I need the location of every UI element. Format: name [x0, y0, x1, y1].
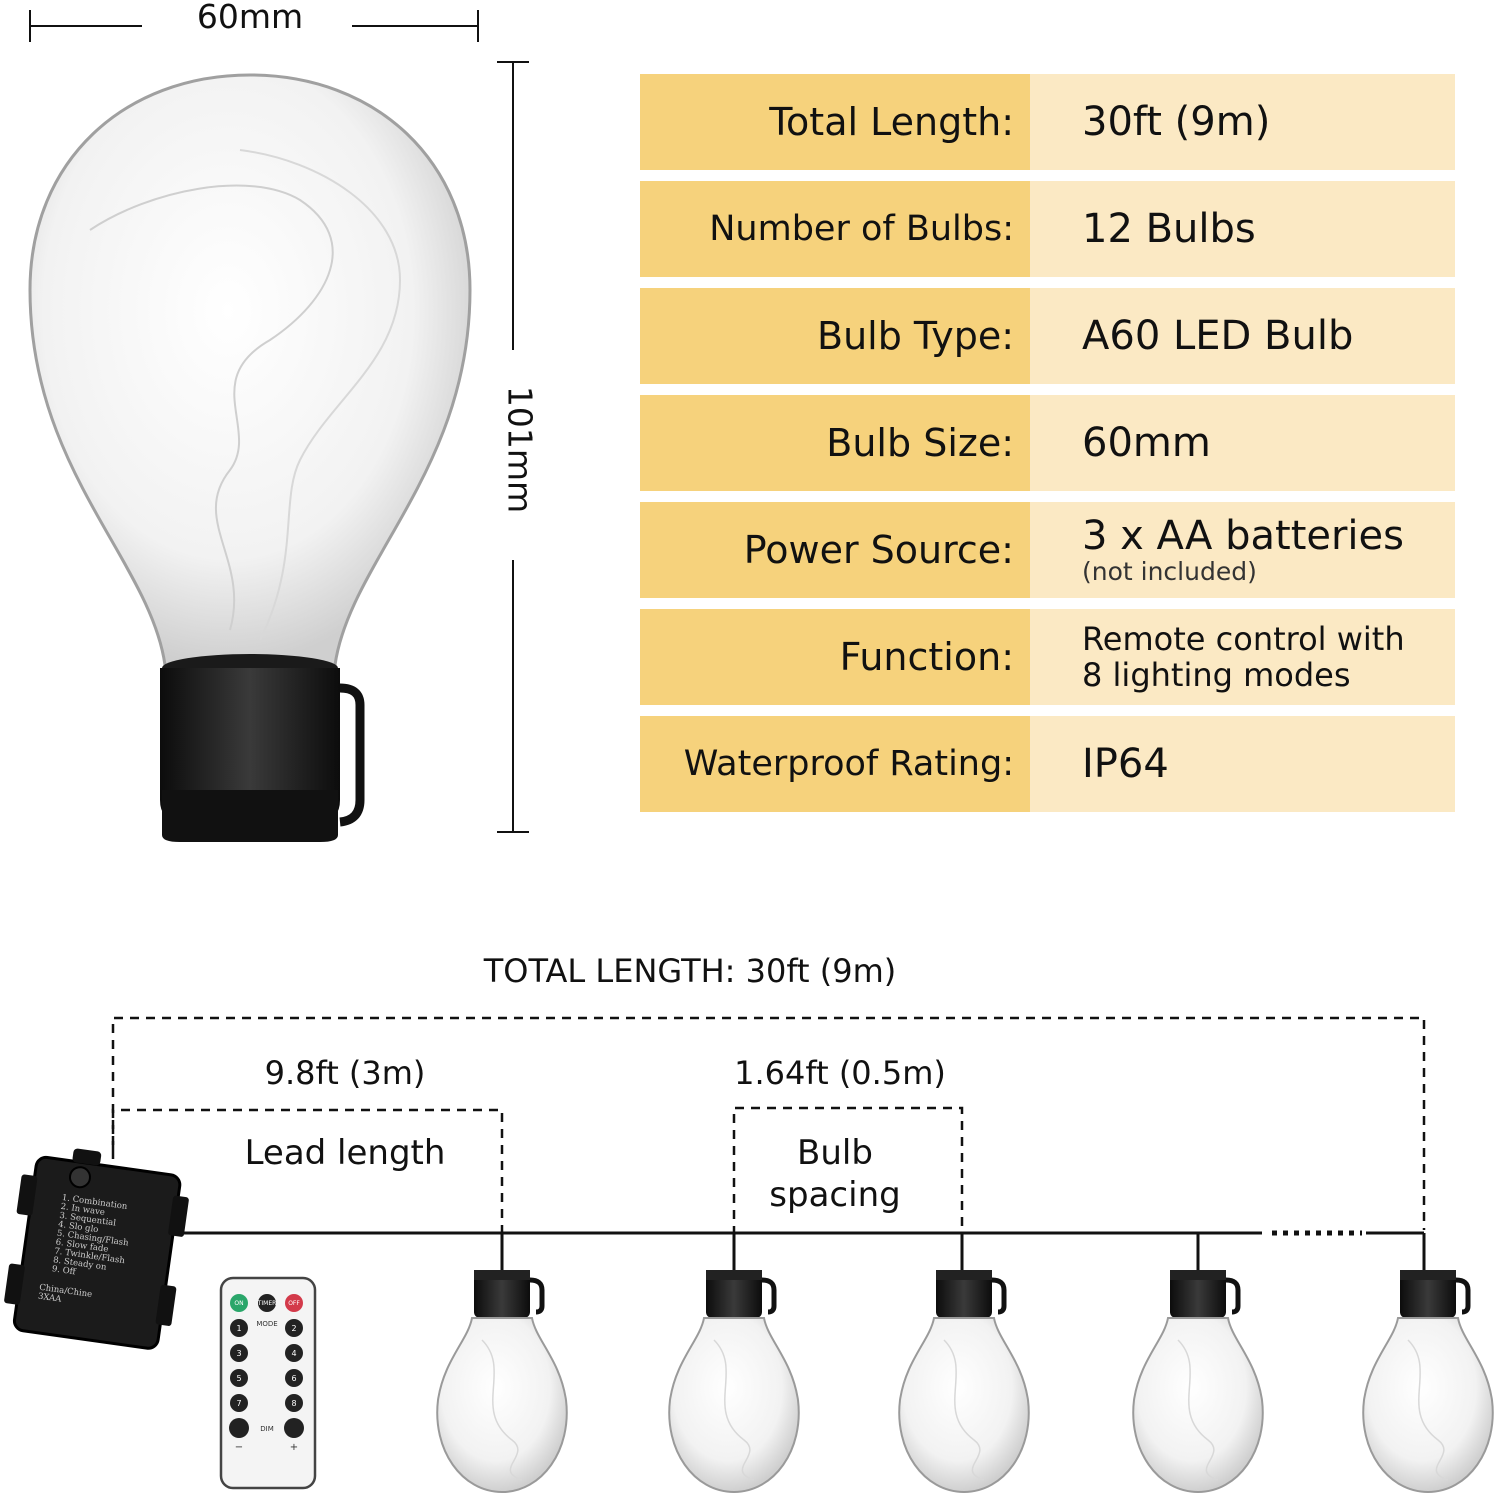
- spec-row-number-of-bulbs: Number of Bulbs: 12 Bulbs: [640, 181, 1455, 277]
- spec-label: Power Source:: [640, 502, 1030, 598]
- remote-key-8: 8: [291, 1399, 296, 1408]
- string-bulb: [437, 1258, 567, 1492]
- spec-note: (not included): [1082, 557, 1257, 586]
- large-bulb-image: [28, 73, 472, 842]
- spec-value: Remote control with 8 lighting modes: [1082, 620, 1405, 694]
- spec-label: Bulb Type:: [640, 288, 1030, 384]
- remote-control-image: ON TIMER OFF MODE 1 2 3 4 5 6 7 8 DIM − …: [219, 1276, 317, 1490]
- remote-on-label: ON: [234, 1300, 243, 1307]
- remote-key-7: 7: [236, 1399, 241, 1408]
- string-bulb: [1133, 1258, 1263, 1492]
- remote-key-2: 2: [291, 1324, 296, 1333]
- string-bulb: [899, 1258, 1029, 1492]
- bulb-height-label: 101mm: [500, 385, 540, 514]
- remote-key-4: 4: [291, 1349, 296, 1358]
- spec-label: Number of Bulbs:: [640, 181, 1030, 277]
- string-bulb: [669, 1258, 799, 1492]
- spec-value: A60 LED Bulb: [1082, 313, 1354, 359]
- remote-key-6: 6: [291, 1374, 296, 1383]
- remote-minus-label: −: [235, 1442, 243, 1453]
- spec-row-function: Function: Remote control with 8 lighting…: [640, 609, 1455, 705]
- spec-row-power-source: Power Source: 3 x AA batteries (not incl…: [640, 502, 1455, 598]
- spec-value: IP64: [1082, 741, 1169, 787]
- spec-value: 30ft (9m): [1082, 99, 1271, 145]
- bulb-spacing-dimension: 1.64ft (0.5m): [734, 1054, 946, 1092]
- remote-key-3: 3: [236, 1349, 241, 1358]
- string-bulb: [1363, 1258, 1493, 1492]
- battery-type: 3XAA: [37, 1292, 62, 1305]
- spec-row-waterproof-rating: Waterproof Rating: IP64: [640, 716, 1455, 812]
- spec-label: Waterproof Rating:: [640, 716, 1030, 812]
- remote-timer-label: TIMER: [257, 1300, 277, 1307]
- spec-value: 3 x AA batteries: [1082, 513, 1404, 559]
- bulb-spacing-label: Bulb spacing: [769, 1133, 901, 1215]
- remote-key-1: 1: [236, 1324, 241, 1333]
- remote-off-label: OFF: [288, 1300, 300, 1307]
- spec-row-total-length: Total Length: 30ft (9m): [640, 74, 1455, 170]
- spec-value: 12 Bulbs: [1082, 206, 1256, 252]
- bulb-width-label: 60mm: [196, 0, 304, 36]
- spec-label: Total Length:: [640, 74, 1030, 170]
- spec-row-bulb-type: Bulb Type: A60 LED Bulb: [640, 288, 1455, 384]
- total-length-label: TOTAL LENGTH: 30ft (9m): [483, 952, 897, 990]
- lead-length-dimension: 9.8ft (3m): [264, 1054, 426, 1092]
- length-diagram-lines: [111, 1016, 1426, 1235]
- remote-plus-label: +: [290, 1442, 298, 1453]
- remote-key-5: 5: [236, 1374, 241, 1383]
- spec-row-bulb-size: Bulb Size: 60mm: [640, 395, 1455, 491]
- lead-length-label: Lead length: [244, 1133, 446, 1173]
- remote-mode-label: MODE: [256, 1320, 277, 1328]
- battery-mode-9: 9. Off: [51, 1264, 77, 1277]
- remote-dim-label: DIM: [260, 1425, 274, 1433]
- spec-label: Bulb Size:: [640, 395, 1030, 491]
- spec-value: 60mm: [1082, 420, 1211, 466]
- spec-label: Function:: [640, 609, 1030, 705]
- battery-box-image: 1. Combination 2. In wave 3. Sequential …: [4, 1148, 189, 1350]
